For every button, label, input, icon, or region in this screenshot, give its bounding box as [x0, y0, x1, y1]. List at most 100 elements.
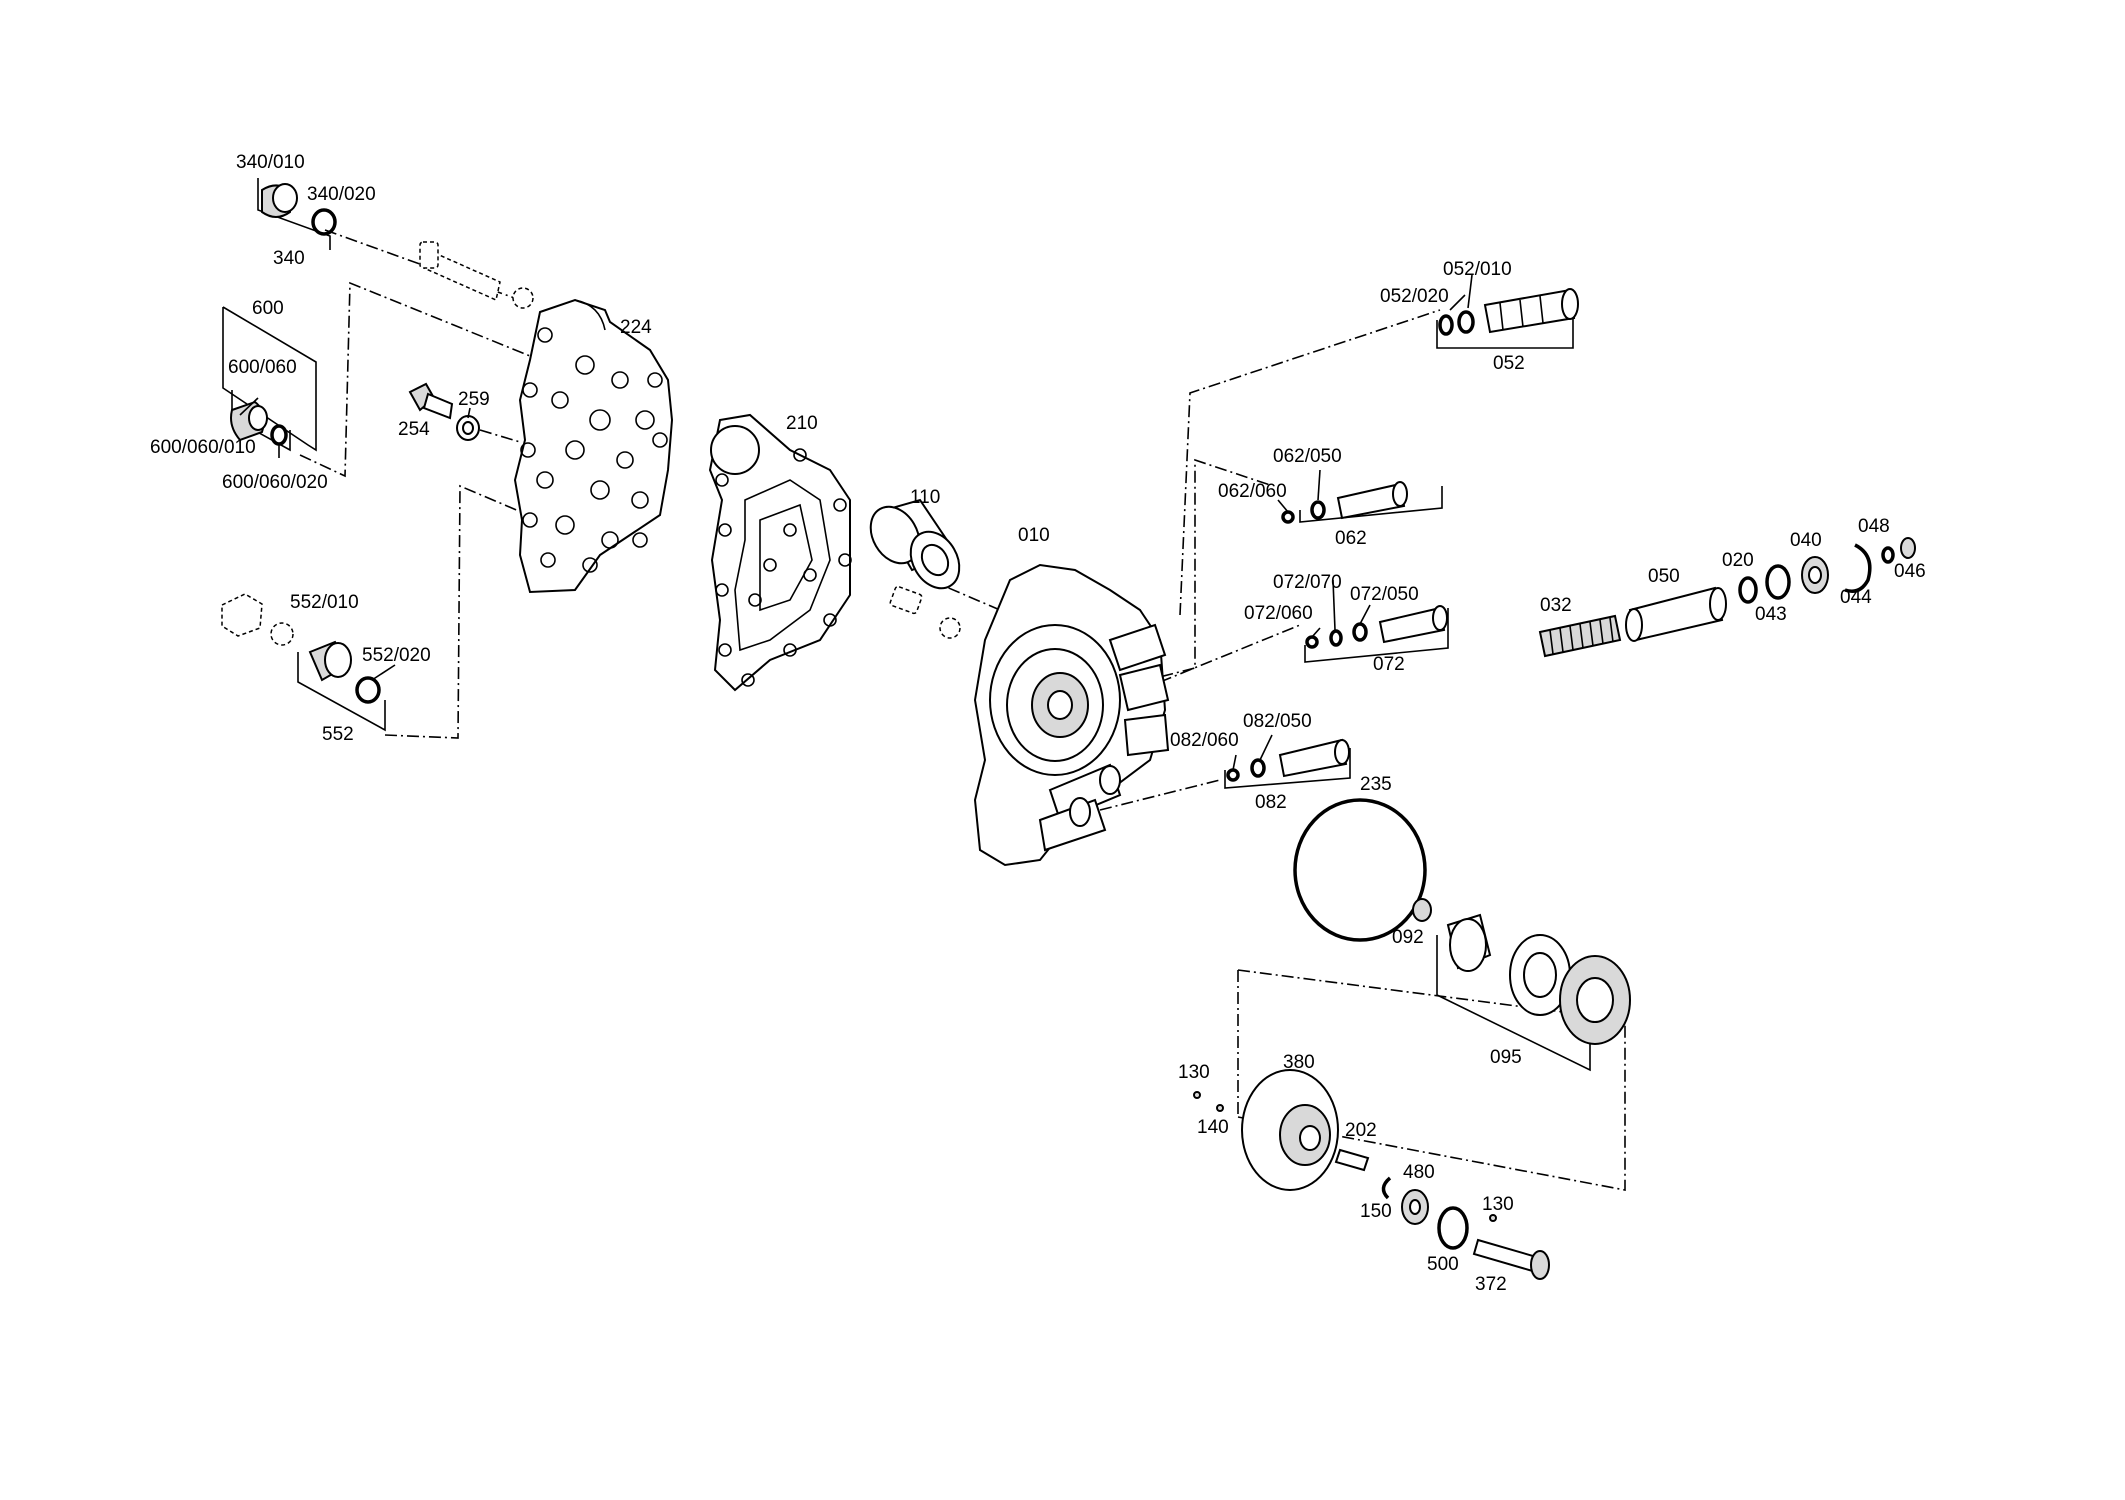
label-600-060-020: 600/060/020: [222, 472, 328, 493]
label-110: 110: [910, 487, 940, 508]
label-072-060: 072/060: [1244, 603, 1313, 624]
screw-202: [1334, 1148, 1370, 1172]
label-062-050: 062/050: [1273, 446, 1342, 467]
label-072-050: 072/050: [1350, 584, 1419, 605]
ring-048: [1881, 546, 1895, 564]
label-052-010: 052/010: [1443, 259, 1512, 280]
bolt-254: [408, 382, 454, 420]
label-062: 062: [1335, 528, 1367, 549]
label-050: 050: [1648, 566, 1680, 587]
label-202: 202: [1345, 1120, 1377, 1141]
ring-082-050: [1250, 758, 1266, 778]
label-040: 040: [1790, 530, 1822, 551]
ring-043: [1765, 564, 1791, 600]
label-600-060-010: 600/060/010: [150, 437, 256, 458]
label-552: 552: [322, 724, 354, 745]
pin-130b: [1489, 1214, 1497, 1222]
pump-housing-010: [973, 563, 1170, 867]
label-140: 140: [1197, 1117, 1229, 1138]
label-072: 072: [1373, 654, 1405, 675]
plug-552-010: [308, 640, 352, 682]
ring-340-020: [311, 208, 337, 236]
filter-110: [869, 498, 961, 590]
plug-340-010: [261, 183, 298, 218]
pump-gear-095: [1446, 913, 1631, 1045]
fitting-600-060-010: [230, 400, 268, 442]
ring-072-060: [1305, 635, 1319, 649]
ring-072-070: [1329, 629, 1343, 647]
oring-235: [1293, 798, 1427, 942]
label-372: 372: [1475, 1274, 1507, 1295]
plug-046: [1900, 537, 1916, 559]
label-380: 380: [1283, 1052, 1315, 1073]
clip: [1381, 1176, 1392, 1200]
ring-062-050: [1310, 500, 1326, 520]
leader-lines: [239, 274, 1473, 771]
spool-050: [1625, 586, 1727, 642]
bearing-150-480: [1401, 1189, 1429, 1225]
label-552-010: 552/010: [290, 592, 359, 613]
valve-plate-224: [513, 298, 674, 594]
label-095: 095: [1490, 1047, 1522, 1068]
circlip-500: [1437, 1206, 1469, 1250]
valve-spool-072: [1378, 605, 1448, 644]
ghost-plug-552: [221, 593, 294, 646]
label-043: 043: [1755, 604, 1787, 625]
valve-spool-082: [1278, 738, 1350, 778]
ring-072-050: [1352, 622, 1368, 642]
label-340-020: 340/020: [307, 184, 376, 205]
label-340: 340: [273, 248, 305, 269]
label-052-020: 052/020: [1380, 286, 1449, 307]
washer-259: [456, 415, 480, 441]
spring-032: [1538, 614, 1622, 658]
label-224: 224: [620, 317, 652, 338]
valve-spool-062: [1336, 481, 1408, 520]
label-072-070: 072/070: [1273, 572, 1342, 593]
ring-062-060: [1281, 510, 1295, 524]
label-020: 020: [1722, 550, 1754, 571]
pin-140: [1216, 1104, 1224, 1112]
valve-spool-052: [1483, 288, 1579, 334]
label-259: 259: [458, 389, 490, 410]
ring-082-060: [1226, 768, 1240, 782]
label-032: 032: [1540, 595, 1572, 616]
ghost-bolt: [419, 241, 534, 309]
label-092: 092: [1392, 927, 1424, 948]
label-048: 048: [1858, 516, 1890, 537]
part-labels: 340/010 340/020 340 600 600/060 600/060/…: [150, 152, 1926, 1295]
label-052: 052: [1493, 353, 1525, 374]
label-340-010: 340/010: [236, 152, 305, 173]
label-600: 600: [252, 298, 284, 319]
label-254: 254: [398, 419, 430, 440]
label-082: 082: [1255, 792, 1287, 813]
pin-130a: [1193, 1091, 1201, 1099]
label-500: 500: [1427, 1254, 1459, 1275]
bushing-092: [1412, 898, 1432, 922]
gasket-210: [708, 413, 852, 692]
ring-552-020: [355, 676, 381, 704]
ring-600-060-020: [270, 424, 288, 446]
label-082-050: 082/050: [1243, 711, 1312, 732]
ring-052-010: [1457, 310, 1475, 334]
ring-020: [1738, 576, 1758, 604]
circlip-044: [1844, 543, 1872, 593]
label-600-060: 600/060: [228, 357, 297, 378]
label-082-060: 082/060: [1170, 730, 1239, 751]
nut-040: [1801, 556, 1829, 594]
assembly-lines: [299, 229, 1626, 1191]
ring-052-020: [1438, 314, 1454, 336]
shaft-372: [1472, 1238, 1550, 1280]
label-010: 010: [1018, 525, 1050, 546]
label-552-020: 552/020: [362, 645, 431, 666]
label-046: 046: [1894, 561, 1926, 582]
label-210: 210: [786, 413, 818, 434]
label-235: 235: [1360, 774, 1392, 795]
cover-380: [1241, 1069, 1339, 1191]
label-150: 150: [1360, 1201, 1392, 1222]
label-130-right: 130: [1482, 1194, 1514, 1215]
label-130-left: 130: [1178, 1062, 1210, 1083]
label-480: 480: [1403, 1162, 1435, 1183]
label-062-060: 062/060: [1218, 481, 1287, 502]
label-044: 044: [1840, 587, 1872, 608]
